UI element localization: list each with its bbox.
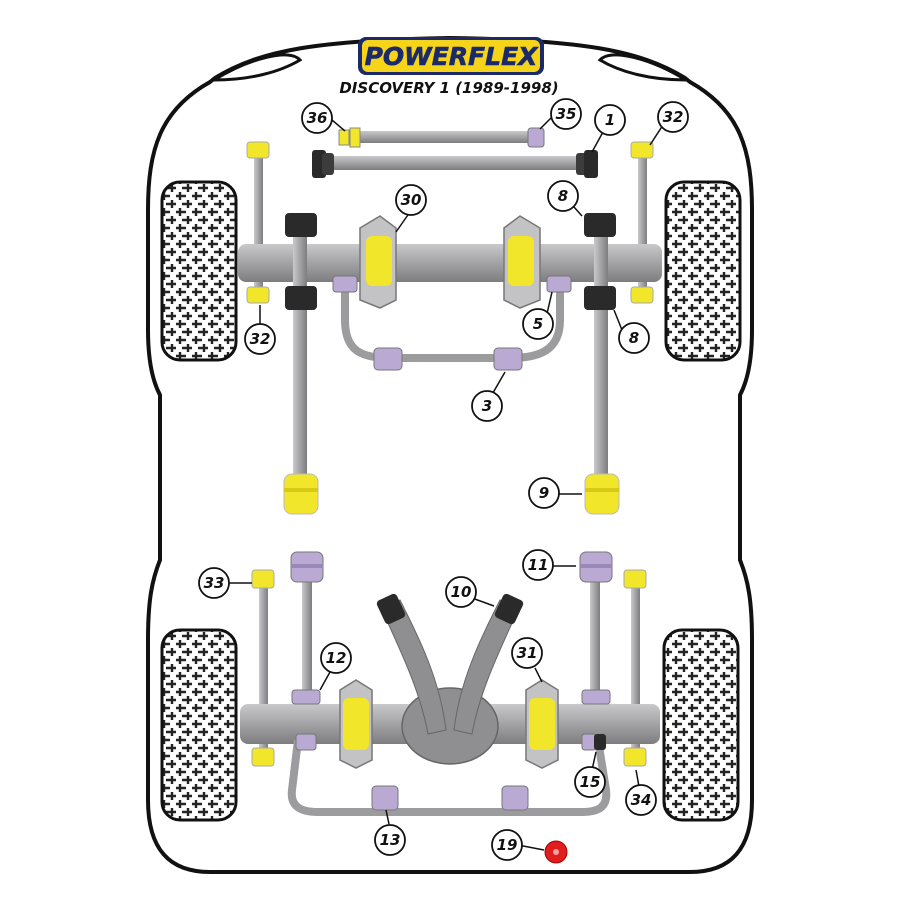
headlight-left bbox=[208, 53, 303, 82]
callout-35: 35 bbox=[550, 98, 582, 130]
callout-8-top: 8 bbox=[547, 180, 579, 212]
rear-a-frame-left bbox=[381, 599, 447, 735]
callout-11: 11 bbox=[522, 549, 554, 581]
damper-rear-right bbox=[623, 569, 647, 767]
bush-15-right bbox=[581, 733, 606, 751]
bush-11-right bbox=[579, 551, 613, 583]
callout-32-left: 32 bbox=[244, 323, 276, 355]
svg-text:35: 35 bbox=[556, 105, 577, 123]
bush-1-left bbox=[312, 150, 334, 178]
bush-5-right bbox=[546, 275, 572, 293]
bush-9-right bbox=[584, 473, 620, 515]
svg-text:33: 33 bbox=[204, 574, 225, 592]
svg-text:8: 8 bbox=[629, 329, 639, 347]
powerflex-logo: POWERFLEX bbox=[358, 37, 544, 75]
svg-text:36: 36 bbox=[307, 109, 328, 127]
bush-8-right bbox=[584, 213, 616, 310]
bush-9-left bbox=[283, 473, 319, 515]
callout-10: 10 bbox=[445, 576, 477, 608]
callout-36: 36 bbox=[301, 102, 333, 134]
svg-text:3: 3 bbox=[482, 397, 492, 415]
bush-8-left bbox=[285, 213, 317, 310]
svg-text:10: 10 bbox=[451, 583, 472, 601]
bush-12-left bbox=[291, 689, 321, 705]
rear-anti-roll-bar bbox=[287, 739, 611, 816]
svg-text:11: 11 bbox=[528, 556, 549, 574]
bush-30-left bbox=[359, 215, 397, 309]
callout-8-bottom: 8 bbox=[618, 322, 650, 354]
damper-front-left bbox=[246, 141, 270, 304]
rear-a-frame-right bbox=[453, 599, 519, 735]
callout-33: 33 bbox=[198, 567, 230, 599]
bush-15-left bbox=[295, 733, 317, 751]
svg-text:34: 34 bbox=[631, 791, 652, 809]
bush-3-right bbox=[493, 347, 523, 371]
bush-35 bbox=[527, 127, 545, 148]
callout-15: 15 bbox=[574, 766, 606, 798]
bush-31-right bbox=[525, 679, 559, 769]
front-axle bbox=[238, 244, 662, 282]
rear-differential bbox=[401, 687, 499, 765]
bush-30-right bbox=[503, 215, 541, 309]
front-track-rod bbox=[315, 156, 595, 170]
svg-text:5: 5 bbox=[533, 315, 543, 333]
damper-front-right bbox=[630, 141, 654, 304]
callout-19: 19 bbox=[491, 829, 523, 861]
callout-3: 3 bbox=[471, 390, 503, 422]
svg-text:19: 19 bbox=[497, 836, 518, 854]
svg-text:32: 32 bbox=[663, 108, 684, 126]
rear-link-right bbox=[590, 570, 600, 700]
svg-text:8: 8 bbox=[558, 187, 568, 205]
bush-10-right bbox=[494, 593, 524, 625]
bush-31-left bbox=[339, 679, 373, 769]
bush-10-left bbox=[376, 593, 406, 625]
front-radius-arm-right bbox=[594, 225, 608, 485]
bush-36 bbox=[338, 127, 361, 148]
damper-rear-left bbox=[251, 569, 275, 767]
callout-12: 12 bbox=[320, 642, 352, 674]
tyre-front-right bbox=[664, 180, 742, 362]
model-title: DISCOVERY 1 (1989-1998) bbox=[339, 79, 558, 97]
svg-text:9: 9 bbox=[539, 484, 549, 502]
tyre-rear-right bbox=[662, 628, 740, 822]
bush-5-left bbox=[332, 275, 358, 293]
svg-text:15: 15 bbox=[580, 773, 601, 791]
svg-text:31: 31 bbox=[517, 644, 538, 662]
svg-text:32: 32 bbox=[250, 330, 271, 348]
bush-13-right bbox=[501, 785, 529, 811]
callout-31: 31 bbox=[511, 637, 543, 669]
bush-1-right bbox=[576, 150, 598, 178]
svg-text:13: 13 bbox=[380, 831, 401, 849]
callout-1: 1 bbox=[594, 104, 626, 136]
callout-32-right: 32 bbox=[657, 101, 689, 133]
callout-13: 13 bbox=[374, 824, 406, 856]
svg-text:1: 1 bbox=[605, 111, 615, 129]
callout-9: 9 bbox=[528, 477, 560, 509]
logo-text: POWERFLEX bbox=[365, 42, 540, 71]
bush-12-right bbox=[581, 689, 611, 705]
front-panhard-rod bbox=[345, 131, 535, 143]
callout-5: 5 bbox=[522, 308, 554, 340]
front-radius-arm-left bbox=[293, 225, 307, 485]
headlight-right bbox=[597, 53, 692, 82]
rear-link-left bbox=[302, 570, 312, 700]
tyre-front-left bbox=[160, 180, 238, 362]
bush-13-left bbox=[371, 785, 399, 811]
svg-text:12: 12 bbox=[326, 649, 347, 667]
bush-3-left bbox=[373, 347, 403, 371]
svg-text:30: 30 bbox=[401, 191, 422, 209]
callout-30: 30 bbox=[395, 184, 427, 216]
tyre-rear-left bbox=[160, 628, 238, 822]
callout-34: 34 bbox=[625, 784, 657, 816]
bush-11-left bbox=[290, 551, 324, 583]
